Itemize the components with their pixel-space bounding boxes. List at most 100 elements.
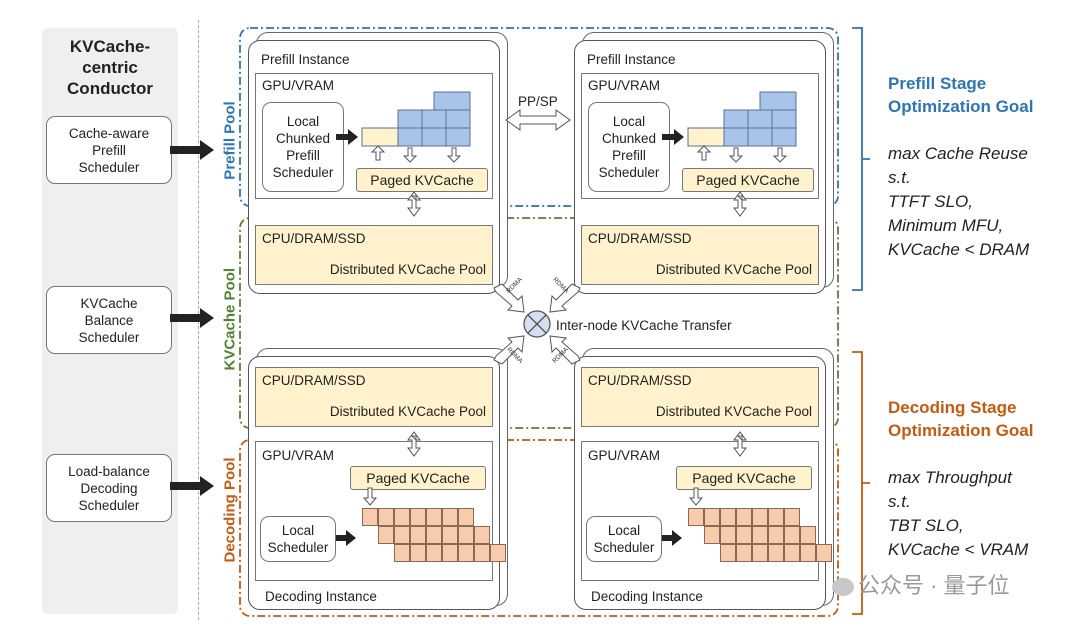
distributed-kvcache-pool-label: Distributed KVCache Pool [329, 404, 486, 419]
kv-block [474, 544, 490, 562]
cpu-label: CPU/DRAM/SSD [588, 231, 692, 246]
gpu-label: GPU/VRAM [262, 448, 335, 463]
distributed-kvcache-pool-label: Distributed KVCache Pool [655, 262, 812, 277]
kv-block [442, 544, 458, 562]
kv-block [720, 526, 736, 544]
kv-block [490, 544, 506, 562]
kv-block [410, 526, 426, 544]
prefill-blocks-left [361, 91, 471, 147]
prefill-goal-bracket [852, 27, 870, 291]
prefill-blocks-right [687, 91, 797, 147]
watermark-text: 公众号 · 量子位 [858, 573, 1010, 598]
rdma-arrows [493, 283, 581, 365]
cpu-dram-ssd-box: CPU/DRAM/SSD Distributed KVCache Pool [255, 367, 493, 427]
decoding-goal-bracket [852, 351, 870, 615]
kv-block [720, 544, 736, 562]
kv-block [736, 544, 752, 562]
prefill-instance-left: Prefill Instance GPU/VRAM Local Chunked … [248, 40, 500, 294]
decoding-pool-border [239, 439, 839, 617]
gpu-vram-box: GPU/VRAM Local Chunked Prefill Scheduler… [581, 73, 819, 199]
gpu-vram-box: GPU/VRAM Local Chunked Prefill Scheduler… [255, 73, 493, 199]
cpu-dram-ssd-box: CPU/DRAM/SSD Distributed KVCache Pool [581, 367, 819, 427]
paged-kvcache: Paged KVCache [676, 466, 812, 490]
kv-block [442, 508, 458, 526]
kv-block [752, 526, 768, 544]
kv-block [736, 526, 752, 544]
kv-block [394, 544, 410, 562]
ppsp-arrow [505, 109, 571, 131]
watermark: 公众号 · 量子位 [832, 568, 1010, 600]
instance-label: Decoding Instance [591, 589, 703, 604]
paged-kvcache: Paged KVCache [350, 466, 486, 490]
prefill-instance-right: Prefill Instance GPU/VRAM Local Chunked … [574, 40, 826, 294]
gpu-label: GPU/VRAM [262, 78, 335, 93]
kv-block [784, 544, 800, 562]
kv-block [394, 526, 410, 544]
cpu-dram-ssd-box: CPU/DRAM/SSD Distributed KVCache Pool [581, 225, 819, 285]
kv-block [752, 508, 768, 526]
decoding-goal-body: max Throughput s.t. TBT SLO, KVCache < V… [888, 468, 1029, 559]
prefill-goal-title: Prefill Stage Optimization Goal [888, 74, 1034, 116]
local-chunked-prefill-scheduler: Local Chunked Prefill Scheduler [262, 102, 344, 192]
kv-block [410, 508, 426, 526]
gpu-label: GPU/VRAM [588, 78, 661, 93]
inter-node-transfer-label: Inter-node KVCache Transfer [556, 318, 732, 333]
kv-block [458, 526, 474, 544]
kv-block [378, 508, 394, 526]
cache-aware-prefill-scheduler: Cache-aware Prefill Scheduler [46, 116, 172, 184]
kv-block [474, 526, 490, 544]
kv-block [426, 526, 442, 544]
conductor-title: KVCache- centric Conductor [67, 37, 153, 98]
kv-block [800, 544, 816, 562]
kv-block [458, 544, 474, 562]
paged-kvcache: Paged KVCache [356, 168, 488, 192]
conductor-arrows [170, 140, 214, 496]
kv-block [736, 508, 752, 526]
prefill-pool-border [239, 27, 839, 207]
load-balance-decoding-scheduler: Load-balance Decoding Scheduler [46, 454, 172, 522]
prefill-goal-body: max Cache Reuse s.t. TTFT SLO, Minimum M… [888, 144, 1030, 259]
local-scheduler: Local Scheduler [260, 516, 336, 562]
kv-block [458, 508, 474, 526]
cpu-label: CPU/DRAM/SSD [262, 231, 366, 246]
wechat-icon [832, 578, 854, 597]
decoding-instance-right: CPU/DRAM/SSD Distributed KVCache Pool GP… [574, 356, 826, 610]
cpu-label: CPU/DRAM/SSD [588, 373, 692, 388]
decoding-goal-title: Decoding Stage Optimization Goal [888, 398, 1034, 440]
kv-block [426, 508, 442, 526]
kv-block [442, 526, 458, 544]
kv-block [704, 526, 720, 544]
instance-label: Decoding Instance [265, 589, 377, 604]
kvcache-pool-border [239, 217, 839, 429]
local-chunked-prefill-scheduler: Local Chunked Prefill Scheduler [588, 102, 670, 192]
kv-block [768, 526, 784, 544]
kv-block [394, 508, 410, 526]
kv-block [752, 544, 768, 562]
kv-block [704, 508, 720, 526]
cpu-label: CPU/DRAM/SSD [262, 373, 366, 388]
distributed-kvcache-pool-label: Distributed KVCache Pool [329, 262, 486, 277]
ppsp-label: PP/SP [518, 94, 558, 109]
instance-label: Prefill Instance [261, 52, 350, 67]
kv-block [688, 508, 704, 526]
distributed-kvcache-pool-label: Distributed KVCache Pool [655, 404, 812, 419]
kv-block [768, 508, 784, 526]
kvcache-balance-scheduler: KVCache Balance Scheduler [46, 286, 172, 354]
kv-block [800, 526, 816, 544]
kv-block [784, 508, 800, 526]
kv-block [784, 526, 800, 544]
kv-block [816, 544, 832, 562]
kv-block [410, 544, 426, 562]
kv-block [720, 508, 736, 526]
kv-block [378, 526, 394, 544]
transfer-switch-icon [523, 310, 551, 338]
local-scheduler: Local Scheduler [586, 516, 662, 562]
kv-block [768, 544, 784, 562]
cpu-dram-ssd-box: CPU/DRAM/SSD Distributed KVCache Pool [255, 225, 493, 285]
paged-kvcache: Paged KVCache [682, 168, 814, 192]
kv-block [362, 508, 378, 526]
kv-block [426, 544, 442, 562]
gpu-label: GPU/VRAM [588, 448, 661, 463]
